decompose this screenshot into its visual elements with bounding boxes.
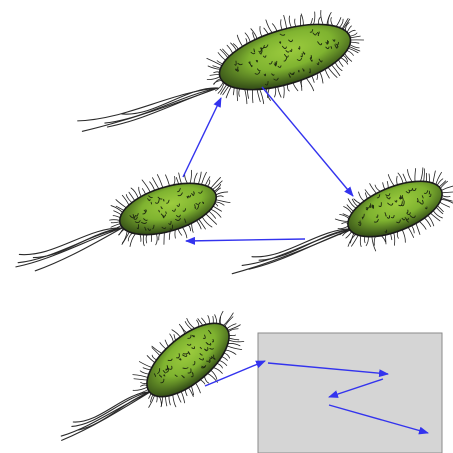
bacterium-right (232, 153, 453, 274)
flagella (61, 392, 150, 440)
arrow-bacterium-left-to-bacterium-top (183, 98, 221, 177)
arrow-bacterium-top-to-bacterium-right (262, 87, 353, 196)
flagella (16, 228, 122, 271)
bacterium-icon (78, 0, 374, 131)
bacterium-icon (16, 156, 237, 270)
tumble-region-layer (258, 333, 442, 453)
bacterium-bottom (61, 292, 261, 440)
flagella (78, 88, 218, 131)
tumble-region (258, 333, 442, 453)
bacterium-icon (61, 292, 261, 440)
bacterium-left (16, 156, 237, 270)
flagella (232, 229, 352, 274)
arrow-bacterium-right-to-bacterium-left (186, 239, 305, 241)
bacterium-top (78, 0, 374, 131)
bacterium-icon (232, 153, 453, 274)
